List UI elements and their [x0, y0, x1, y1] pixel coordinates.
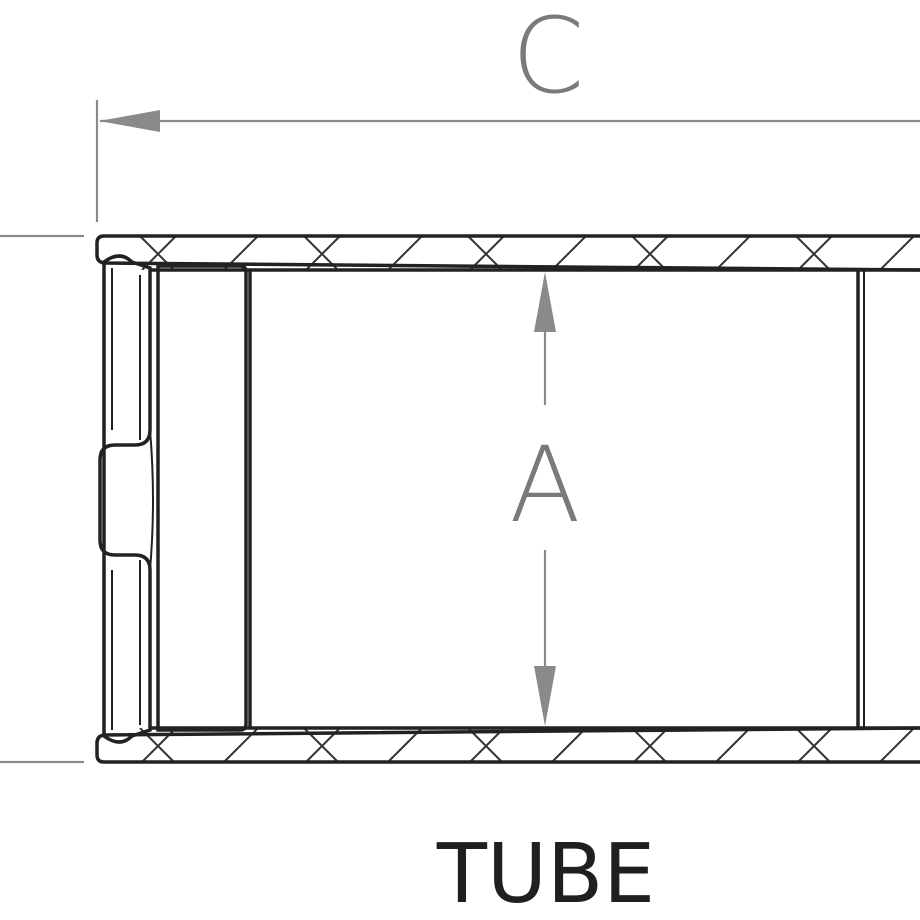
outer-extent-lines — [0, 234, 84, 764]
hatch-line — [797, 728, 833, 762]
bottom-wall-outline — [95, 726, 920, 764]
hatch-line — [879, 728, 915, 762]
ferrule-body — [156, 264, 248, 732]
hatch-line — [631, 728, 667, 762]
hatch-line — [795, 236, 831, 270]
hatch-line — [469, 728, 505, 762]
hatch-line — [469, 236, 505, 270]
hatch-line — [631, 236, 667, 270]
hatch-line — [467, 236, 503, 270]
dimension-c-arrowhead — [99, 110, 160, 132]
hatch-line — [879, 236, 915, 270]
hatch-line — [633, 728, 669, 762]
bottom-wall-section — [60, 726, 920, 764]
top-wall-outline — [95, 234, 920, 272]
dimension-a-lower-arrowhead — [534, 666, 556, 726]
hatch-line — [715, 236, 751, 270]
hatch-line — [551, 728, 587, 762]
hatch-line — [60, 728, 94, 762]
fitting-groove-curve — [149, 429, 154, 571]
hatch-line — [551, 236, 587, 270]
dimension-c: C — [95, 0, 920, 222]
caption-label: TUBE — [436, 827, 655, 920]
hatch-line — [797, 236, 833, 270]
dimension-a: A — [509, 272, 581, 726]
hatch-line — [60, 236, 94, 270]
dimension-c-label: C — [512, 0, 585, 117]
hatch-line — [467, 728, 503, 762]
hatch-line — [715, 728, 751, 762]
fitting-outer-profile — [98, 254, 152, 744]
dimension-a-upper-arrowhead — [534, 272, 556, 332]
hatch-line — [795, 728, 831, 762]
dimension-a-label: A — [509, 424, 580, 546]
hatch-line — [633, 236, 669, 270]
right-end — [856, 270, 865, 728]
left-end-fitting — [98, 254, 252, 744]
